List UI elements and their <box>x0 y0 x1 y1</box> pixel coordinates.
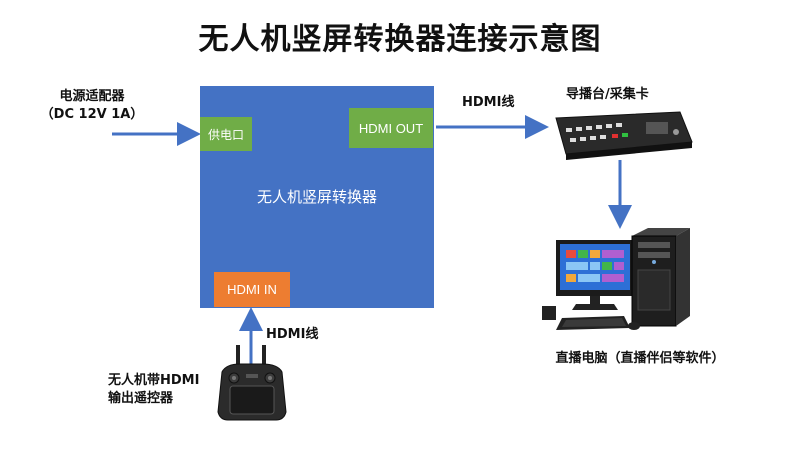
power-adapter-line2: （DC 12V 1A） <box>40 107 144 122</box>
video-switcher-icon <box>555 111 693 160</box>
hdmi-cable-label-top: HDMI线 <box>462 95 515 110</box>
hdmi-out-port: HDMI OUT <box>349 108 433 148</box>
power-port: 供电口 <box>200 117 252 151</box>
remote-controller-label: 无人机带HDMI 输出遥控器 <box>108 372 218 408</box>
desktop-computer-icon <box>542 228 690 330</box>
power-adapter-line1: 电源适配器 <box>59 89 125 104</box>
switcher-label: 导播台/采集卡 <box>566 87 649 102</box>
converter-label: 无人机竖屏转换器 <box>256 188 377 206</box>
remote-line2: 输出遥控器 <box>108 391 174 406</box>
diagram-title: 无人机竖屏转换器连接示意图 <box>198 22 602 57</box>
hdmi-cable-label-bottom: HDMI线 <box>266 327 319 342</box>
hdmi-in-port: HDMI IN <box>214 272 290 307</box>
pc-label: 直播电脑（直播伴侣等软件） <box>555 351 725 366</box>
drone-remote-controller-icon <box>217 345 287 421</box>
power-adapter-label: 电源适配器 （DC 12V 1A） <box>32 88 152 124</box>
remote-line1: 无人机带HDMI <box>108 373 200 388</box>
